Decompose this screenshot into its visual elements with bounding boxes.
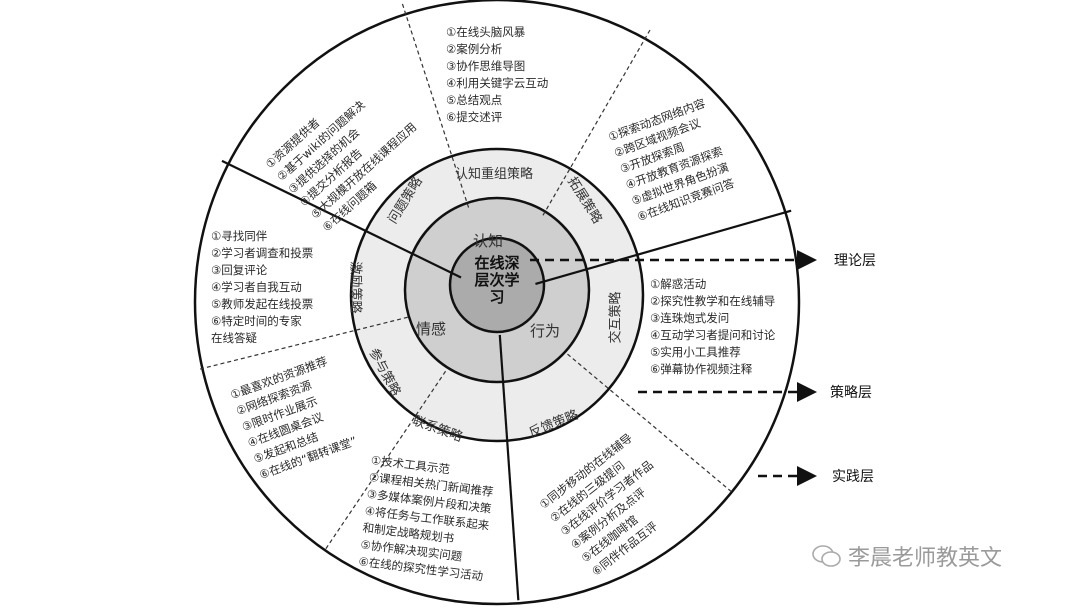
- watermark: 李晨老师教英文: [812, 540, 1002, 572]
- sub-sector-divider: [325, 370, 447, 550]
- sector-divider: [498, 334, 520, 601]
- list-item: ⑥弹幕协作视频注释: [650, 362, 753, 376]
- layer-strategy: 策略层: [830, 385, 872, 401]
- list-item: ⑤教师发起在线投票: [211, 297, 314, 311]
- hub-behavior: 行为: [530, 322, 561, 340]
- list-motivation: ①寻找同伴 ②学习者调查和投票 ③回复评论 ④学习者自我互动 ⑤教师发起在线投票 ⑥特定时…: [211, 228, 313, 347]
- list-item: ①寻找同伴: [211, 229, 268, 243]
- sector-divider: [535, 209, 792, 286]
- list-item: ①解惑活动: [650, 277, 707, 291]
- hub-emotion: 情感: [416, 320, 447, 338]
- wechat-icon: [812, 545, 841, 567]
- list-item: ⑥提交述评: [446, 110, 503, 124]
- list-item: 在线答疑: [211, 331, 257, 345]
- sub-sector-divider: [199, 316, 408, 370]
- list-item: ①在线头脑风暴: [446, 25, 526, 39]
- list-item: ②案例分析: [446, 42, 503, 56]
- sector-divider: [221, 159, 462, 279]
- list-item: ④利用关键字云互动: [446, 76, 549, 90]
- layer-practice: 实践层: [832, 469, 874, 485]
- center-title: 在线深 层次学 习: [474, 254, 520, 306]
- list-cognitive-reorg: ①在线头脑风暴 ②案例分析 ③协作思维导图 ④利用关键字云互动 ⑤总结观点 ⑥提交述评: [446, 24, 548, 126]
- list-item: ③回复评论: [211, 263, 268, 277]
- sub-sector-divider: [401, 3, 470, 208]
- sub-sector-divider: [567, 353, 732, 493]
- list-item: ③协作思维导图: [446, 59, 526, 73]
- list-item: ④互动学习者提问和讨论: [650, 328, 776, 342]
- strategy-motivation: 激励策略: [347, 261, 363, 314]
- list-item: ⑤实用小工具推荐: [650, 345, 741, 359]
- list-item: ⑥特定时间的专家: [211, 314, 302, 328]
- list-item: ③连珠炮式发问: [650, 311, 730, 325]
- sub-sector-divider: [542, 29, 651, 216]
- strategy-interaction: 交互策略: [608, 291, 624, 344]
- hub-cognition: 认知: [473, 232, 504, 250]
- list-item: ⑤总结观点: [446, 93, 503, 107]
- list-interaction: ①解惑活动 ②探究性教学和在线辅导 ③连珠炮式发问 ④互动学习者提问和讨论 ⑤实用小工具…: [650, 276, 775, 378]
- center-circle: [448, 236, 546, 334]
- list-item: ②学习者调查和投票: [211, 246, 314, 260]
- layer-theory: 理论层: [834, 253, 876, 269]
- list-item: ④学习者自我互动: [211, 280, 302, 294]
- list-item: ②探究性教学和在线辅导: [650, 294, 776, 308]
- strategy-cognitive-reorg: 认知重组策略: [455, 167, 534, 182]
